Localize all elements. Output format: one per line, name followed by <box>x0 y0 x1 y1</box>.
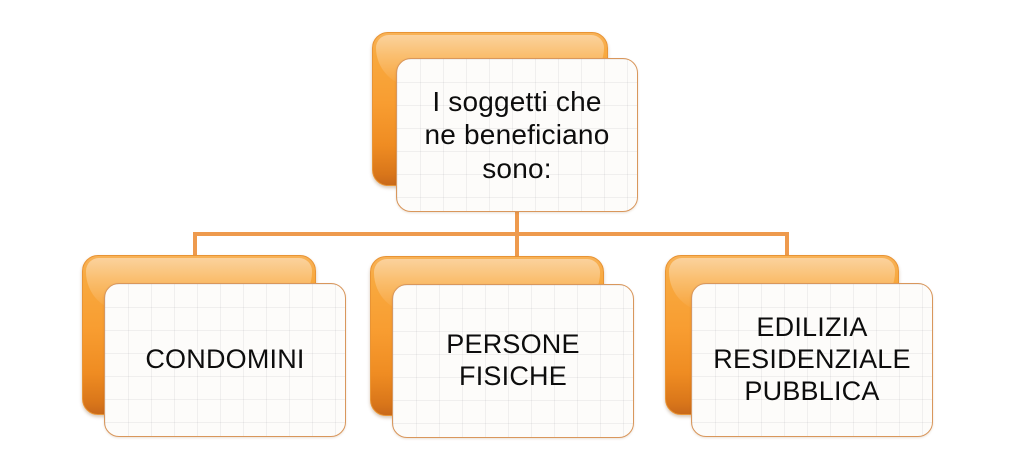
connector-root-stem <box>515 208 519 236</box>
child-condomini-label: CONDOMINI <box>145 344 305 375</box>
node-root[interactable]: I soggetti che ne beneficiano sono: <box>372 32 638 212</box>
node-child-persone-fisiche[interactable]: PERSONE FISICHE <box>370 256 634 438</box>
root-card-label: I soggetti che ne beneficiano sono: <box>424 86 610 184</box>
node-child-edilizia-residenziale-pubblica[interactable]: EDILIZIA RESIDENZIALE PUBBLICA <box>665 255 933 437</box>
node-child-condomini[interactable]: CONDOMINI <box>82 255 346 437</box>
child-condomini-card[interactable]: CONDOMINI <box>104 283 346 437</box>
child-persone-fisiche-card[interactable]: PERSONE FISICHE <box>392 284 634 438</box>
connector-drop-center <box>515 232 519 260</box>
child-edilizia-label: EDILIZIA RESIDENZIALE PUBBLICA <box>713 312 911 406</box>
child-persone-fisiche-label: PERSONE FISICHE <box>446 329 580 391</box>
connector-horizontal-bus <box>193 232 789 236</box>
child-edilizia-card[interactable]: EDILIZIA RESIDENZIALE PUBBLICA <box>691 283 933 437</box>
connector-drop-left <box>193 232 197 260</box>
root-card[interactable]: I soggetti che ne beneficiano sono: <box>396 58 638 212</box>
connector-drop-right <box>785 232 789 260</box>
